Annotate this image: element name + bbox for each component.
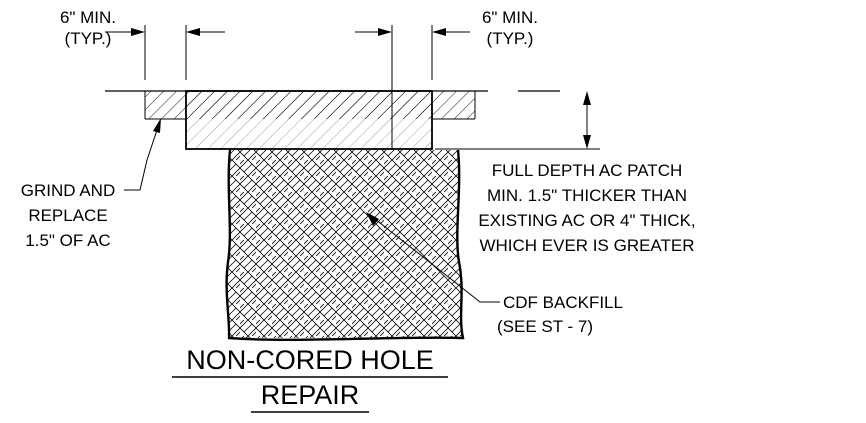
left-dim-line2: (TYP.)	[65, 29, 112, 48]
backfill-line2: (SEE ST - 7)	[497, 317, 593, 336]
title-line1: NON-CORED HOLE	[186, 345, 434, 375]
title-line2: REPAIR	[261, 380, 360, 410]
right-dim-line1: 6" MIN.	[482, 8, 538, 27]
backfill-line1: CDF BACKFILL	[503, 293, 623, 312]
patch-line2: MIN. 1.5" THICKER THAN	[487, 186, 687, 205]
patch-line4: WHICH EVER IS GREATER	[479, 236, 694, 255]
patch-outline	[185, 90, 433, 150]
cdf-leader	[369, 214, 500, 303]
patch-line3: EXISTING AC OR 4" THICK,	[478, 211, 695, 230]
grind-line3: 1.5" OF AC	[25, 231, 110, 250]
full-depth-patch	[186, 119, 432, 149]
patch-line1: FULL DEPTH AC PATCH	[492, 161, 683, 180]
right-dim-line2: (TYP.)	[487, 29, 534, 48]
grind-line1: GRIND AND	[21, 181, 115, 200]
left-dim-line1: 6" MIN.	[60, 8, 116, 27]
grind-leader	[124, 120, 161, 191]
cdf-backfill-texture	[226, 150, 463, 338]
cdf-backfill-outline	[225, 149, 465, 342]
grind-line2: REPLACE	[28, 206, 107, 225]
